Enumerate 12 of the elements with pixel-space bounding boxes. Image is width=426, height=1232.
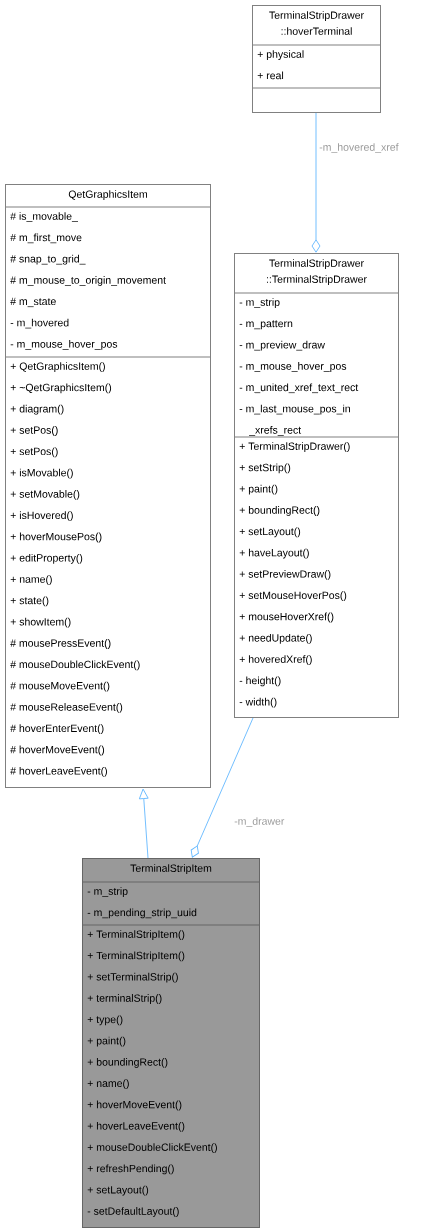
member-compartment: + TerminalStripDrawer() + setStrip() + paint() + boundingRect() + setLayout() + haveLayout() + setPreviewDraw() + setMouseHoverPos() + mouseHoverXref() + needUpdate() + hoveredXref() - height() - width(): [233, 436, 400, 708]
member-compartment: # is_movable_ # m_first_move # snap_to_grid_ # m_mouse_to_origin_movement # m_state - m_hovered - m_mouse_hover_pos: [4, 206, 212, 350]
member-compartment: + physical + real: [251, 44, 382, 80]
member-compartment: + QetGraphicsItem() + ~QetGraphicsItem() + diagram() + setPos() + setPos() + isMovable() + setMovable() + isHovered() + hoverMousePos() + editProperty() + name() + state() + showItem() # mousePressEvent() # mouseDoubleClickEvent() # mouseMoveEvent() # mouseReleaseEvent() # hoverEnterEvent() # hoverMoveEvent() # hoverLeaveEvent(): [4, 356, 212, 777]
member-compartment: + TerminalStripItem() + TerminalStripItem() + setTerminalStrip() + terminalStrip() + type() + paint() + boundingRect() + name() + hoverMoveEvent() + hoverLeaveEvent() + mouseDoubleClickEvent() + refreshPending() + setLayout() - setDefaultLayout(): [81, 924, 261, 1217]
member-compartment: - m_strip - m_pending_strip_uuid: [81, 881, 261, 919]
edge-label: -m_drawer: [233, 816, 286, 828]
aggregation-line: [190, 717, 254, 858]
inheritance-arrow: [138, 788, 149, 859]
member-compartment: - m_strip - m_pattern - m_preview_draw - m_mouse_hover_pos - m_united_xref_text_rect - m_last_mouse_pos_in _xrefs_rect: [233, 292, 400, 436]
edge-label: -m_hovered_xref: [318, 142, 400, 154]
aggregation-line: [311, 112, 321, 253]
